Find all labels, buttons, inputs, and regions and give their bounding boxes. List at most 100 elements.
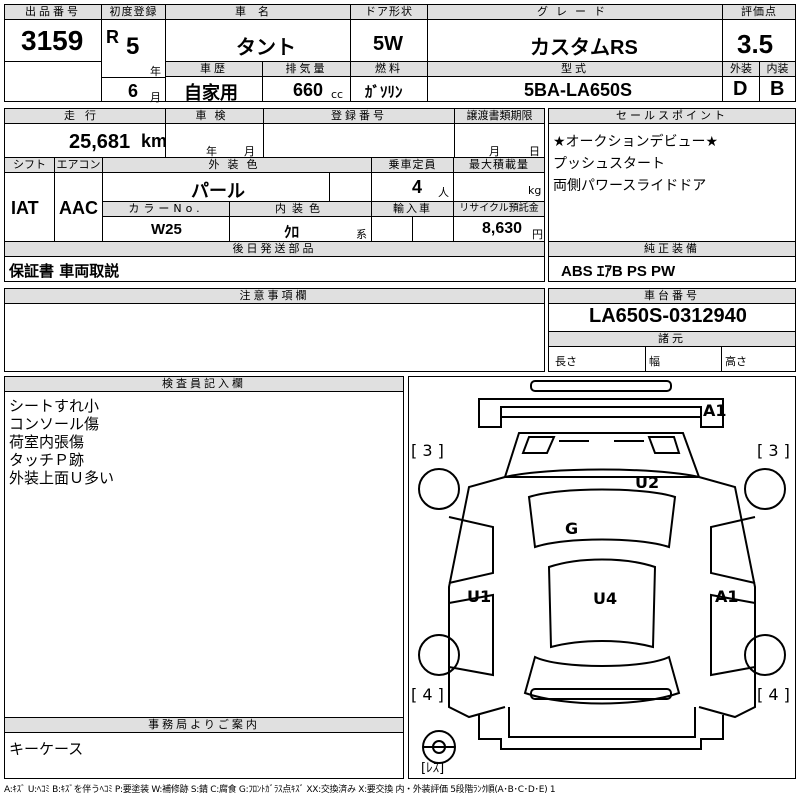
year-value: 5 <box>126 33 140 60</box>
mileage-unit: km <box>141 131 168 151</box>
inspector-note-2: コンソール傷 <box>9 415 100 433</box>
transfer-deadline-cell: 譲渡書類期限 月 日 <box>454 108 545 158</box>
sale-point-1: ★オークションデビュー★ <box>553 134 719 150</box>
notes-cell: 注意事項欄 <box>4 288 545 372</box>
max-load-cell: 最大積載量 kg <box>453 157 545 202</box>
recycle-deposit-label: リサイクル預託金 <box>454 202 544 217</box>
chassis-number-label: 車台番号 <box>549 289 795 304</box>
capacity-unit: 人 <box>438 186 449 199</box>
shift-label: シフト <box>5 158 54 173</box>
damage-mark-left: U1 <box>467 587 492 606</box>
inspector-notes-cell: 検査員記入欄 シートすれ小 コンソール傷 荷室内張傷 タッチＰ跡 外装上面Ｕ多い <box>4 376 404 718</box>
car-name-value: タント <box>236 37 296 59</box>
history-value: 自家用 <box>184 83 238 103</box>
transfer-month-unit: 月 <box>489 145 500 158</box>
interior-color-value: ｸﾛ <box>284 224 300 241</box>
score-label: 評価点 <box>723 5 795 20</box>
inspector-note-3: 荷室内張傷 <box>9 433 85 451</box>
interior-grade-value: B <box>770 78 785 100</box>
inspection-month-unit: 月 <box>244 145 255 158</box>
car-outline-diagram <box>418 380 786 764</box>
later-parts-cell: 後日発送部品 保証書 車両取説 <box>4 241 545 282</box>
model-cell: 型式 5BA-LA650S <box>427 61 723 102</box>
door-cell: ドア形状 5W <box>350 4 428 62</box>
lot-number-cell: 出品番号 3159 <box>4 4 102 62</box>
inspector-note-5: 外装上面Ｕ多い <box>9 469 115 487</box>
lot-number-value: 3159 <box>21 25 84 56</box>
chassis-number-cell: 車台番号 LA650S-0312940 諸元 長さ 幅 高さ <box>548 288 796 372</box>
interior-grade-label: 内装 <box>760 62 795 77</box>
exterior-color-cell: 外装色 パール <box>102 157 372 202</box>
model-label: 型式 <box>428 62 722 77</box>
damage-mark-roof: U2 <box>635 473 660 492</box>
grade-label: グレード <box>428 5 722 20</box>
fuel-cell: 燃料 ｶﾞｿﾘﾝ <box>350 61 428 102</box>
first-registration-label: 初度登録 <box>102 5 165 20</box>
interior-color-cell: 内装色 ｸﾛ 系 <box>229 201 372 242</box>
ac-cell: エアコン AAC <box>54 157 103 242</box>
equipment-value: ABS ｴｱB PS PW <box>561 263 676 280</box>
displacement-cell: 排気量 660 cc <box>262 61 351 102</box>
month-value: 6 <box>128 81 139 101</box>
capacity-value: 4 <box>412 177 423 197</box>
inspection-year-unit: 年 <box>206 145 217 158</box>
era-value: R <box>106 27 119 47</box>
equipment-cell: 純正装備 ABS ｴｱB PS PW <box>548 241 796 282</box>
exterior-grade-label: 外装 <box>723 62 759 77</box>
mileage-value: 25,681 <box>69 131 131 153</box>
sale-points-label: セールスポイント <box>549 109 795 124</box>
displacement-label: 排気量 <box>263 62 350 77</box>
damage-mark-glass: G <box>565 519 579 538</box>
transfer-day-unit: 日 <box>529 145 540 158</box>
displacement-value: 660 <box>293 80 324 100</box>
specs-label: 諸元 <box>549 331 795 347</box>
spare-tire-label: [ﾚｽ] <box>421 761 445 776</box>
ac-value: AAC <box>59 198 98 218</box>
tire-depth-rear-right: [ 4 ] <box>757 685 790 704</box>
tire-depth-front-right: [ 3 ] <box>757 441 790 460</box>
fuel-label: 燃料 <box>351 62 427 77</box>
interior-color-unit: 系 <box>356 228 367 241</box>
car-name-cell: 車名 タント <box>165 4 351 62</box>
mileage-label: 走行 <box>5 109 165 124</box>
height-label: 高さ <box>725 355 747 368</box>
recycle-deposit-cell: リサイクル預託金 8,630 円 <box>453 201 545 242</box>
damage-mark-front: A1 <box>703 401 727 420</box>
sale-points-cell: セールスポイント ★オークションデビュー★ プッシュスタート 両側パワースライド… <box>548 108 796 242</box>
shift-value: IAT <box>11 198 39 218</box>
month-unit: 月 <box>150 91 161 104</box>
car-name-label: 車名 <box>166 5 350 20</box>
ac-label: エアコン <box>55 158 102 173</box>
capacity-label: 乗車定員 <box>372 158 453 173</box>
lot-spacer-cell <box>4 61 102 102</box>
office-note-value: キーケース <box>9 740 84 758</box>
door-label: ドア形状 <box>351 5 427 20</box>
max-load-unit: kg <box>528 184 542 197</box>
tire-depth-rear-left: [ 4 ] <box>411 685 444 704</box>
inspection-label: 車検 <box>166 109 263 124</box>
import-cell: 輸入車 <box>371 201 454 242</box>
shift-cell: シフト IAT <box>4 157 55 242</box>
model-value: 5BA-LA650S <box>524 80 633 100</box>
width-label: 幅 <box>649 355 660 368</box>
history-cell: 車歴 自家用 <box>165 61 263 103</box>
transfer-deadline-label: 譲渡書類期限 <box>455 109 544 124</box>
grade-value: カスタムRS <box>530 37 638 59</box>
exterior-grade-value: D <box>733 78 748 100</box>
door-value: 5W <box>373 33 403 55</box>
sale-point-2: プッシュスタート <box>553 156 665 172</box>
inspector-note-1: シートすれ小 <box>9 397 100 415</box>
exterior-color-label: 外装色 <box>103 158 371 173</box>
equipment-label: 純正装備 <box>549 242 795 257</box>
capacity-cell: 乗車定員 4 人 <box>371 157 454 202</box>
damage-mark-rear-roof: U4 <box>593 589 618 608</box>
exterior-grade-cell: 外装 D <box>722 61 760 102</box>
max-load-label: 最大積載量 <box>454 158 544 173</box>
notes-label: 注意事項欄 <box>5 289 544 304</box>
import-label: 輸入車 <box>372 202 453 217</box>
later-parts-value: 保証書 車両取説 <box>9 262 120 280</box>
inspection-cell: 車検 年 月 <box>165 108 264 158</box>
inspector-note-4: タッチＰ跡 <box>9 451 85 469</box>
year-unit: 年 <box>150 65 161 78</box>
history-label: 車歴 <box>166 62 262 77</box>
